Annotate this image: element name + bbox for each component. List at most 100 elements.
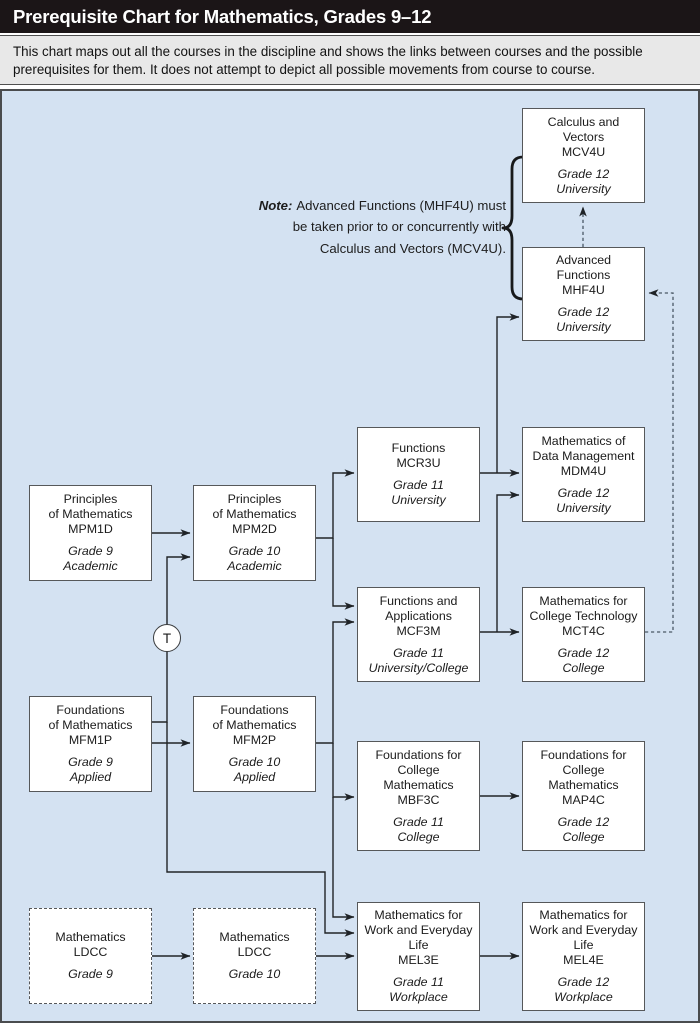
course-grade: Grade 10	[228, 544, 281, 558]
course-title: Mathematics of Data Management	[532, 433, 635, 463]
note-label: Note:	[258, 198, 293, 213]
course-code: MCR3U	[396, 456, 441, 470]
course-stream: College	[562, 829, 605, 844]
course-title: Mathematics	[219, 930, 290, 944]
course-box-mel4e: Mathematics for Work and Everyday Life M…	[522, 902, 645, 1011]
course-code: LDCC	[237, 945, 272, 959]
course-code: MDM4U	[560, 463, 607, 478]
course-grade: Grade 9	[68, 967, 113, 981]
course-grade: Grade 12	[557, 975, 610, 989]
course-code: MPM2D	[232, 522, 277, 536]
course-grade: Grade 11	[393, 478, 444, 492]
course-title: Functions and Applications	[379, 593, 458, 623]
course-box-mcf3m: Functions and Applications MCF3M Grade 1…	[357, 587, 480, 682]
course-box-mct4c: Mathematics for College Technology MCT4C…	[522, 587, 645, 682]
course-title: Mathematics for Work and Everyday Life	[529, 908, 638, 952]
course-grade: Grade 12	[557, 485, 610, 500]
course-code: MEL4E	[563, 953, 604, 967]
edge-mpm2d-mcf3m	[332, 538, 355, 610]
course-grade: Grade 10	[228, 755, 281, 769]
course-stream: College	[397, 829, 440, 844]
course-code: MCV4U	[561, 144, 606, 159]
note-line-1: Advanced Functions (MHF4U) must	[296, 198, 506, 213]
course-title: Calculus and Vectors	[547, 114, 620, 144]
course-box-mel3e: Mathematics for Work and Everyday Life M…	[357, 902, 480, 1011]
course-stream: University	[556, 320, 611, 334]
course-stream: University	[556, 500, 611, 515]
course-grade: Grade 12	[557, 814, 610, 829]
course-code: MFM2P	[232, 733, 277, 747]
transfer-indicator: T	[153, 624, 181, 652]
course-box-ldcc-grade9: Mathematics LDCC Grade 9	[29, 908, 152, 1004]
course-code: MCT4C	[562, 623, 605, 638]
course-title: Foundations for College Mathematics	[375, 747, 462, 792]
page-title: Prerequisite Chart for Mathematics, Grad…	[13, 5, 432, 27]
course-grade: Grade 10	[228, 967, 281, 981]
course-title: Principles of Mathematics	[48, 492, 133, 521]
course-code: MAP4C	[562, 792, 605, 807]
course-code: MCF3M	[396, 623, 441, 638]
course-stream: Applied	[233, 770, 276, 784]
course-stream: Workplace	[389, 990, 448, 1004]
edge-mct4c-mhf4u-dashed	[645, 289, 674, 633]
edge-mfm2p-mbf3c	[332, 743, 355, 801]
course-grade: Grade 9	[68, 755, 113, 769]
course-stream: College	[562, 660, 605, 675]
course-box-mbf3c: Foundations for College Mathematics MBF3…	[357, 741, 480, 851]
course-code: MBF3C	[397, 792, 440, 807]
course-code: LDCC	[73, 945, 108, 959]
course-title: Functions	[391, 441, 446, 455]
course-stream: Academic	[227, 559, 282, 573]
course-title: Foundations of Mathematics	[48, 703, 133, 732]
note-line-2: be taken prior to or concurrently with	[292, 219, 506, 235]
course-box-mfm2p: Foundations of Mathematics MFM2P Grade 1…	[193, 696, 316, 792]
course-code: MEL3E	[398, 953, 439, 967]
edge-mcf3m-mdm4u	[496, 491, 520, 632]
course-grade: Grade 9	[68, 544, 113, 558]
course-stream: Applied	[69, 770, 112, 784]
course-title: Principles of Mathematics	[212, 492, 297, 521]
prerequisite-chart: Note:Advanced Functions (MHF4U) must be …	[0, 89, 700, 1023]
course-box-map4c: Foundations for College Mathematics MAP4…	[522, 741, 645, 851]
course-grade: Grade 12	[557, 166, 610, 181]
course-code: MFM1P	[68, 733, 113, 747]
course-stream: University/College	[368, 660, 469, 675]
course-code: MHF4U	[562, 283, 605, 297]
course-box-mpm2d: Principles of Mathematics MPM2D Grade 10…	[193, 485, 316, 581]
course-grade: Grade 11	[393, 975, 444, 989]
course-grade: Grade 11	[393, 645, 444, 660]
edge-mcr3u-mhf4u	[496, 313, 520, 473]
page-title-bar: Prerequisite Chart for Mathematics, Grad…	[0, 0, 700, 33]
course-stream: Workplace	[554, 990, 613, 1004]
course-stream: University	[391, 493, 446, 507]
course-title: Foundations of Mathematics	[212, 703, 297, 732]
edge-mpm2d-mcr3u	[316, 469, 355, 539]
course-stream: Academic	[63, 559, 118, 573]
edge-mfm2p-mel3e	[332, 797, 355, 921]
course-title: Mathematics	[55, 930, 126, 944]
edge-mfm2p-mcf3m	[316, 618, 355, 744]
course-grade: Grade 12	[557, 645, 610, 660]
course-grade: Grade 12	[557, 305, 610, 319]
course-box-ldcc-grade10: Mathematics LDCC Grade 10	[193, 908, 316, 1004]
course-title: Mathematics for Work and Everyday Life	[364, 908, 473, 952]
course-title: Mathematics for College Technology	[529, 593, 638, 623]
course-box-mfm1p: Foundations of Mathematics MFM1P Grade 9…	[29, 696, 152, 792]
transfer-label: T	[162, 630, 172, 646]
intro-text: This chart maps out all the courses in t…	[0, 35, 700, 85]
intro-line-1: This chart maps out all the courses in t…	[13, 44, 643, 59]
course-title: Advanced Functions	[555, 253, 612, 282]
course-stream: University	[556, 181, 611, 196]
course-grade: Grade 11	[393, 814, 444, 829]
note-brace	[501, 155, 525, 301]
course-box-mdm4u: Mathematics of Data Management MDM4U Gra…	[522, 427, 645, 522]
course-title: Foundations for College Mathematics	[540, 747, 627, 792]
course-code: MPM1D	[68, 522, 113, 536]
connector-lines	[152, 155, 674, 960]
note-line-3: Calculus and Vectors (MCV4U).	[319, 240, 506, 256]
intro-line-2: prerequisites for them. It does not atte…	[13, 61, 596, 77]
edge-mfm1p-mel3e	[166, 722, 355, 937]
